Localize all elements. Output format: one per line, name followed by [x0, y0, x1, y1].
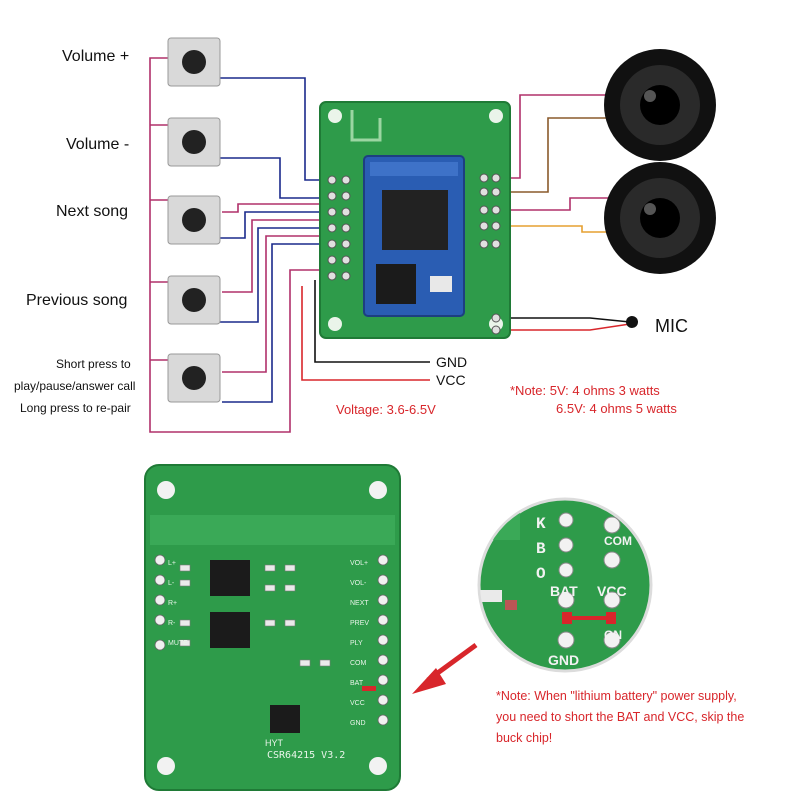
vcc-wire: [301, 286, 430, 381]
play-button-label-3: Long press to re-pair: [20, 401, 131, 415]
pin-label: VCC: [350, 700, 365, 707]
zoom-com-label: COM: [604, 534, 632, 548]
next-song-label: Next song: [56, 203, 129, 220]
zoom-gn-label: GN: [604, 628, 622, 642]
pin-label: NEXT: [350, 600, 369, 607]
pin-label: VOL+: [350, 560, 369, 567]
speaker-wire-3: [500, 197, 620, 211]
play-button-label-1: Short press to: [56, 357, 131, 371]
wire-group-blue: [220, 77, 332, 403]
volume-down-label: Volume -: [66, 136, 130, 153]
note-power-line1: *Note: 5V: 4 ohms 3 watts: [510, 383, 660, 398]
note-battery-line1: *Note: When "lithium battery" power supp…: [496, 689, 737, 703]
wire-group-magenta-2: [222, 203, 332, 373]
pin-label: R+: [168, 600, 178, 607]
pin-label: R-: [168, 620, 176, 627]
pin-label: COM: [350, 660, 367, 667]
mic-label: MIC: [655, 316, 688, 336]
pin-label: GND: [350, 720, 366, 727]
bottom-board: [144, 464, 401, 791]
zoom-gnd-label: GND: [548, 652, 580, 668]
note-power-line2: 6.5V: 4 ohms 5 watts: [556, 401, 677, 416]
speaker-top: [604, 49, 716, 161]
tact-button-graphics: [167, 37, 221, 403]
speaker-wire-2: [500, 117, 620, 193]
play-button-label-2: play/pause/answer call: [14, 379, 136, 393]
zoom-bat-label: BAT: [550, 583, 578, 599]
board-pins-right: VOL+ VOL- NEXT PREV PLY COM BAT VCC GND: [350, 554, 369, 734]
zoom-letter: B: [536, 540, 546, 558]
speaker-wire-4: [500, 225, 620, 233]
note-battery-line3: buck chip!: [496, 731, 553, 745]
zoom-letter: O: [536, 565, 546, 583]
zoom-letters: K B O: [536, 512, 546, 587]
board-model: CSR64215 V3.2: [267, 750, 346, 761]
mic-wire-red: [500, 323, 631, 331]
wire-group-magenta: [149, 57, 330, 433]
voltage-label: Voltage: 3.6-6.5V: [336, 402, 436, 417]
pin-label: MUTE: [168, 640, 188, 647]
note-battery-line2: you need to short the BAT and VCC, skip …: [496, 710, 745, 724]
board-maker: HYT: [265, 738, 283, 748]
vcc-label: VCC: [436, 372, 466, 388]
pin-label: PREV: [350, 620, 370, 627]
previous-song-label: Previous song: [26, 292, 128, 309]
board-pins-left: L+ L- R+ R- MUTE: [168, 554, 188, 654]
zoom-vcc-label: VCC: [597, 583, 627, 599]
bt-module-board: [319, 101, 511, 339]
pin-label: VOL-: [350, 580, 367, 587]
zoom-letter: K: [536, 515, 546, 533]
pin-label: PLY: [350, 640, 363, 647]
mic-wire-black: [500, 317, 631, 323]
pin-label: BAT: [350, 680, 364, 687]
gnd-label: GND: [436, 354, 468, 370]
pin-label: L+: [168, 560, 176, 567]
speaker-bottom: [604, 162, 716, 274]
volume-up-label: Volume +: [62, 48, 130, 65]
arrow-icon: [412, 642, 478, 694]
gnd-wire: [314, 280, 430, 363]
mic-capsule: [626, 316, 638, 328]
pin-label: L-: [168, 580, 175, 587]
